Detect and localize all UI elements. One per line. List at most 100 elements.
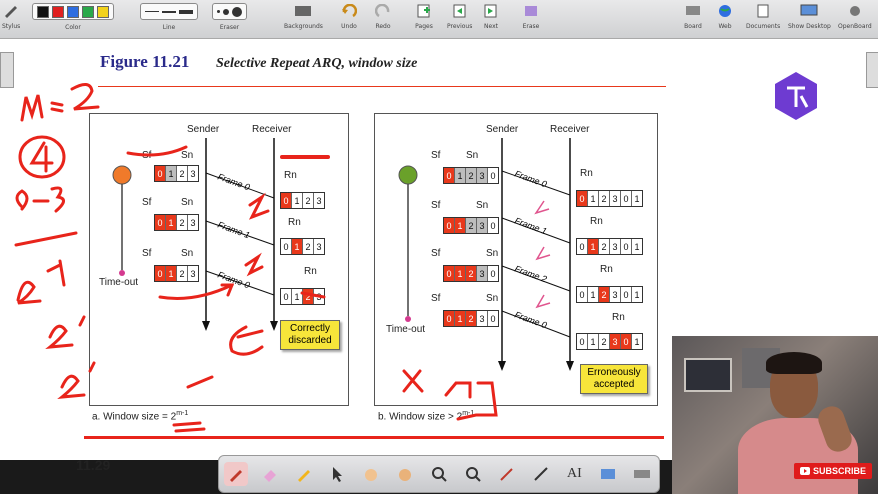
backgrounds-icon	[294, 3, 312, 19]
line-width-picker[interactable]: Line	[140, 3, 198, 37]
text-icon[interactable]: AI	[566, 466, 582, 481]
stylus-button[interactable]: Stylus	[2, 3, 20, 37]
panel-b-receiver-window-2: 0 1 2 3 0 1	[576, 238, 643, 255]
panel-b-sf-label-3: Sf	[431, 248, 441, 259]
panel-a-sender-window-1: 0 1 2 3	[154, 165, 199, 182]
panel-b-rn-label-2: Rn	[590, 216, 603, 227]
panel-b-sender-window-3: 0 1 2 3 0	[443, 265, 499, 282]
annotation-e	[229, 325, 264, 356]
bottom-toolbar: AI	[218, 455, 660, 493]
annotation-x	[402, 369, 424, 393]
right-side-tab[interactable]	[866, 52, 878, 88]
panel-a-sn-label-2: Sn	[181, 197, 194, 208]
hand-icon[interactable]	[359, 462, 383, 486]
pages-button[interactable]: Pages	[415, 3, 433, 37]
color-black-swatch[interactable]	[37, 5, 49, 18]
panel-a-rn-label-2: Rn	[288, 217, 301, 228]
bottom-underline	[84, 436, 664, 439]
panel-a-sf-label-2: Sf	[142, 197, 152, 208]
panel-a-rn-label-3: Rn	[304, 266, 317, 277]
panel-a-timeout-label: Time-out	[99, 277, 139, 288]
panel-b-rn-label-1: Rn	[580, 168, 593, 179]
pointer-icon[interactable]	[325, 462, 349, 486]
annotation-2-1	[45, 324, 74, 349]
panel-b-note: Erroneously accepted	[580, 364, 648, 394]
panel-b-caption: b. Window size > 2m-1	[378, 410, 475, 423]
panel-a-receiver-window-1: 0 1 2 3	[280, 192, 325, 209]
undo-icon	[340, 3, 358, 19]
panel-b-sf-label-4: Sf	[431, 293, 441, 304]
panel-a-rn-label-1: Rn	[284, 170, 297, 181]
stylus-icon	[2, 3, 20, 19]
next-button[interactable]: Next	[482, 3, 500, 37]
panel-b-receiver-label: Receiver	[550, 124, 590, 135]
line-icon[interactable]	[529, 462, 553, 486]
grab-icon[interactable]	[393, 462, 417, 486]
wall-frame	[684, 358, 732, 392]
board-button[interactable]: Board	[684, 3, 702, 37]
panel-b-rn-label-3: Rn	[600, 264, 613, 275]
color-blue-swatch[interactable]	[67, 5, 79, 18]
panel-b-rn-label-4: Rn	[612, 312, 625, 323]
panel-b-timeout-label: Time-out	[386, 324, 426, 335]
openboard-button[interactable]: OpenBoard	[838, 3, 872, 37]
play-icon	[800, 467, 810, 475]
redo-icon	[374, 3, 392, 19]
top-toolbar: Stylus Color Line Eraser Backgrounds Und…	[0, 0, 878, 39]
pen-icon[interactable]	[223, 462, 248, 486]
documents-button[interactable]: Documents	[746, 3, 780, 37]
pages-icon	[415, 3, 433, 19]
panel-b-receiver-window-1: 0 1 2 3 0 1	[576, 190, 643, 207]
color-red-swatch[interactable]	[52, 5, 64, 18]
erase-icon	[522, 3, 540, 19]
panel-b-sn-label-1: Sn	[466, 150, 479, 161]
annotation-3	[50, 186, 65, 213]
openboard-icon	[846, 3, 864, 19]
annotation-2m1	[16, 280, 42, 305]
panel-b-sender-window-1: 0 1 2 3 0	[443, 167, 499, 184]
panel-a-receiver-window-2: 0 1 2 3	[280, 238, 325, 255]
panel-a-receiver-label: Receiver	[252, 124, 292, 135]
color-yellow-swatch[interactable]	[97, 5, 109, 18]
laser-icon[interactable]	[495, 462, 519, 486]
previous-icon	[451, 3, 469, 19]
color-picker[interactable]: Color	[32, 3, 114, 37]
next-icon	[482, 3, 500, 19]
marker-icon[interactable]	[292, 462, 316, 486]
show-desktop-button[interactable]: Show Desktop	[788, 3, 831, 37]
eraser-icon[interactable]	[258, 462, 282, 486]
panel-a-sn-label: Sn	[181, 150, 194, 161]
annotation-m	[20, 94, 44, 122]
panel-b-sn-label-4: Sn	[486, 293, 499, 304]
panel-a-sender-window-3: 0 1 2 3	[154, 265, 199, 282]
panel-a-note: Correctly discarded	[280, 320, 340, 350]
subscribe-button[interactable]: SUBSCRIBE	[794, 463, 873, 479]
figure-title: Selective Repeat ARQ, window size	[216, 56, 418, 71]
capture-icon[interactable]	[596, 462, 620, 486]
backgrounds-button[interactable]: Backgrounds	[284, 3, 323, 37]
documents-icon	[754, 3, 772, 19]
panel-a-sender-window-2: 0 1 2 3	[154, 214, 199, 231]
previous-button[interactable]: Previous	[447, 3, 472, 37]
panel-b-sender-window-2: 0 1 2 3 0	[443, 217, 499, 234]
panel-a-sn-label-3: Sn	[181, 248, 194, 259]
panel-a-sender-label: Sender	[187, 124, 220, 135]
zoom-out-icon[interactable]	[461, 462, 485, 486]
undo-button[interactable]: Undo	[340, 3, 358, 37]
left-side-tab[interactable]	[0, 52, 14, 88]
web-button[interactable]: Web	[716, 3, 734, 37]
color-green-swatch[interactable]	[82, 5, 94, 18]
panel-b-sn-label-3: Sn	[486, 248, 499, 259]
panel-b-diagram: Frame 0 Frame 1 Frame 2 Frame 0	[398, 138, 574, 371]
panel-b-sender-label: Sender	[486, 124, 519, 135]
figure-number: Figure 11.21	[100, 52, 190, 71]
annotation-circle	[18, 135, 66, 179]
zoom-in-icon[interactable]	[427, 462, 451, 486]
globe-icon	[716, 3, 734, 19]
eraser-size-picker[interactable]: Eraser	[212, 3, 247, 37]
redo-button[interactable]: Redo	[374, 3, 392, 37]
panel-b-sf-label-2: Sf	[431, 200, 441, 211]
erase-button[interactable]: Erase	[522, 3, 540, 37]
slide-number: 11.29	[76, 457, 111, 473]
keyboard-icon[interactable]	[630, 462, 654, 486]
